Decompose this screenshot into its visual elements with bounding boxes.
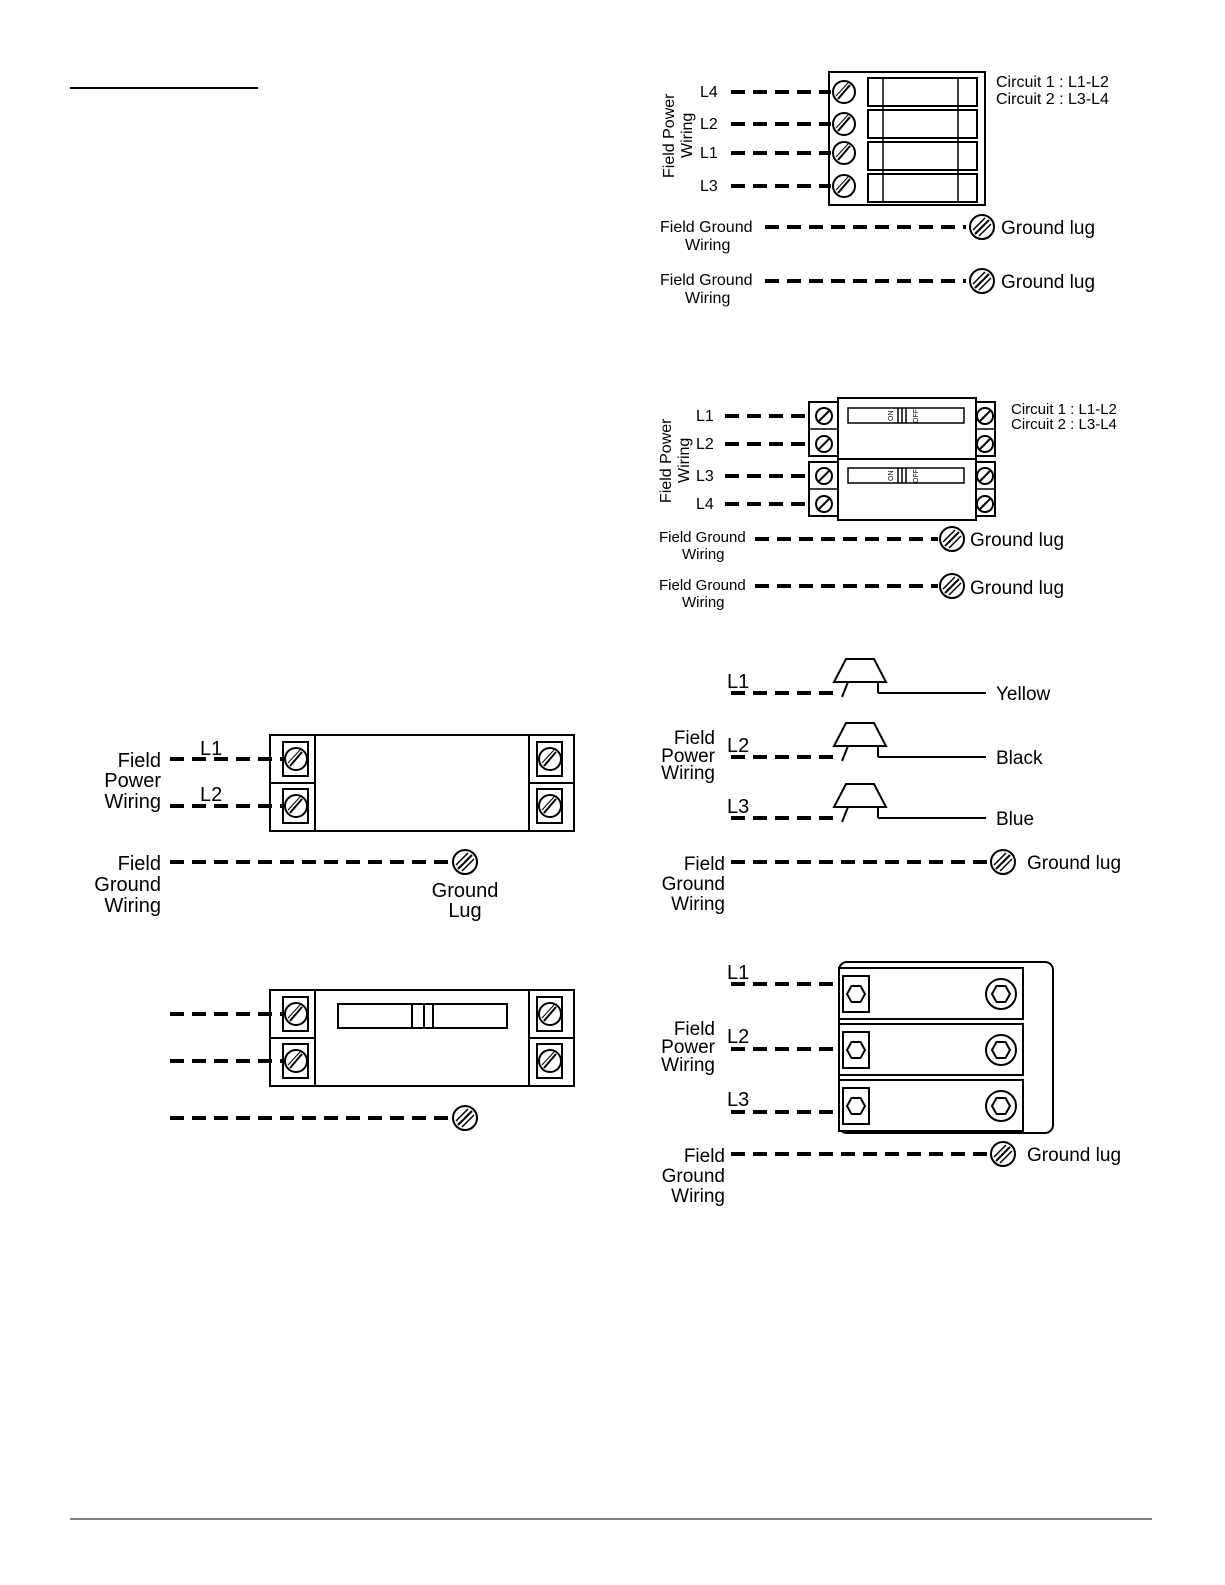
ground-wiring-label: Field Ground [660, 219, 753, 236]
terminal-label: L2 [696, 436, 714, 453]
terminal-label: L3 [696, 468, 714, 485]
diagram-breaker-block-4pole: ON OFF ON OFF L1 L2 L3 L4 Field Power Wi… [658, 397, 1117, 611]
ground-wiring-label: Wiring [682, 594, 725, 611]
diagram-breaker-block-2pole [170, 989, 575, 1131]
breaker-on-label: ON [888, 471, 895, 482]
ground-wiring-label: Field [118, 853, 161, 875]
ground-lug-label: Ground lug [1001, 218, 1095, 239]
ground-wiring-label: Field [684, 854, 725, 875]
terminal-label: L3 [727, 1089, 749, 1111]
terminal-label: L2 [700, 116, 718, 133]
terminal-label: L4 [700, 84, 718, 101]
ground-wiring-label: Wiring [685, 237, 730, 254]
terminal-label: L2 [200, 784, 222, 806]
field-power-label: Power [661, 746, 716, 767]
terminal-label: L4 [696, 496, 714, 513]
terminal-label: L1 [727, 671, 749, 693]
ground-wiring-label: Field Ground [659, 529, 746, 546]
diagram-fuse-block-4pole: L4 L2 L1 L3 Field Power Wiring Circuit 1… [660, 71, 1109, 307]
ground-wiring-label: Wiring [671, 1186, 725, 1207]
terminal-label: L1 [200, 738, 222, 760]
field-power-label: Field [674, 1019, 715, 1040]
ground-wiring-label: Wiring [685, 290, 730, 307]
terminal-label: L1 [727, 962, 749, 984]
field-power-label: Field Power [658, 418, 675, 503]
field-power-label: Power [104, 770, 161, 792]
wire-color-label: Black [996, 748, 1043, 769]
wire-color-label: Blue [996, 809, 1034, 830]
field-power-label: Wiring [104, 791, 161, 813]
circuit-label: Circuit 2 : L3-L4 [996, 91, 1109, 108]
ground-wiring-label: Field Ground [660, 272, 753, 289]
terminal-label: L3 [700, 178, 718, 195]
ground-lug-label: Lug [448, 900, 481, 922]
ground-lug-label: Ground lug [1027, 853, 1121, 874]
ground-lug-label: Ground lug [970, 530, 1064, 551]
field-power-label: Wiring [679, 113, 696, 158]
terminal-label: L1 [700, 145, 718, 162]
ground-wiring-label: Ground [94, 874, 161, 896]
field-power-label: Wiring [661, 1055, 715, 1076]
diagram-terminal-block-2pole: L1 L2 Field Power Wiring Field Ground Wi… [94, 734, 575, 922]
field-power-label: Field Power [661, 93, 678, 178]
breaker-off-label: OFF [913, 469, 920, 483]
ground-lug-label: Ground [432, 880, 499, 902]
terminal-label: L2 [727, 1026, 749, 1048]
circuit-label: Circuit 1 : L1-L2 [996, 74, 1109, 91]
ground-lug-label: Ground lug [1001, 272, 1095, 293]
ground-wiring-label: Wiring [682, 546, 725, 563]
ground-wiring-label: Field Ground [659, 577, 746, 594]
diagram-wire-nuts: L1 Yellow L2 Black L3 Blue Field Power W… [661, 658, 1121, 915]
field-power-label: Field [118, 750, 161, 772]
ground-wiring-label: Ground [662, 1166, 725, 1187]
ground-wiring-label: Field [684, 1146, 725, 1167]
wire-color-label: Yellow [996, 684, 1051, 705]
circuit-label: Circuit 1 : L1-L2 [1011, 401, 1117, 418]
terminal-label: L2 [727, 735, 749, 757]
circuit-label: Circuit 2 : L3-L4 [1011, 416, 1117, 433]
ground-wiring-label: Wiring [104, 895, 161, 917]
field-power-label: Power [661, 1037, 716, 1058]
terminal-label: L1 [696, 408, 714, 425]
field-power-label: Wiring [661, 763, 715, 784]
diagram-lug-block-3pole: L1 L2 L3 Field Power Wiring Ground lug F… [661, 961, 1121, 1207]
breaker-on-label: ON [888, 411, 895, 422]
field-power-label: Field [674, 728, 715, 749]
ground-wiring-label: Wiring [671, 894, 725, 915]
ground-lug-label: Ground lug [1027, 1145, 1121, 1166]
ground-lug-label: Ground lug [970, 578, 1064, 599]
terminal-label: L3 [727, 796, 749, 818]
field-power-label: Wiring [676, 438, 693, 483]
breaker-off-label: OFF [913, 409, 920, 423]
ground-wiring-label: Ground [662, 874, 725, 895]
